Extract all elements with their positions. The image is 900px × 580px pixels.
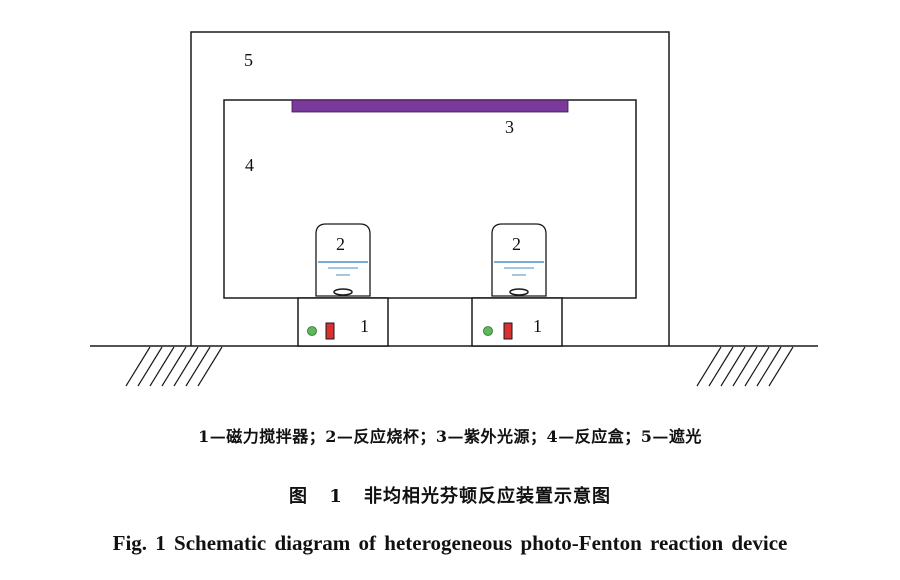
- label-reaction-box: 4: [245, 155, 254, 175]
- label-beaker-left: 2: [336, 234, 345, 254]
- light-shield: [190, 31, 670, 346]
- stir-bar-left: [333, 288, 353, 296]
- reaction-box: [223, 99, 637, 299]
- stir-bar-right: [509, 288, 529, 296]
- indicator-light-icon: [483, 326, 493, 336]
- figure-caption-chinese: 图 1 非均相光芬顿反应装置示意图: [288, 486, 612, 507]
- label-shield: 5: [244, 50, 253, 70]
- beaker-left: [315, 223, 371, 297]
- label-stirrer-right: 1: [533, 316, 542, 336]
- ground-hatch-left: [125, 346, 223, 387]
- figure-caption-english: Fig. 1 Schematic diagram of heterogeneou…: [112, 531, 788, 555]
- apparatus-diagram: 5 4 3 2 2 1 1: [90, 31, 818, 387]
- stirrer-right: [471, 297, 563, 347]
- switch-icon: [325, 322, 335, 340]
- label-uv-source: 3: [505, 117, 514, 137]
- label-stirrer-left: 1: [360, 316, 369, 336]
- ground-hatch-right: [696, 346, 794, 387]
- uv-lamp: [291, 99, 569, 113]
- beaker-right: [491, 223, 547, 297]
- label-beaker-right: 2: [512, 234, 521, 254]
- stirrer-left: [297, 297, 389, 347]
- switch-icon: [503, 322, 513, 340]
- indicator-light-icon: [307, 326, 317, 336]
- legend-text: 1—磁力搅拌器；2—反应烧杯；3—紫外光源；4—反应盒；5—遮光: [198, 427, 702, 446]
